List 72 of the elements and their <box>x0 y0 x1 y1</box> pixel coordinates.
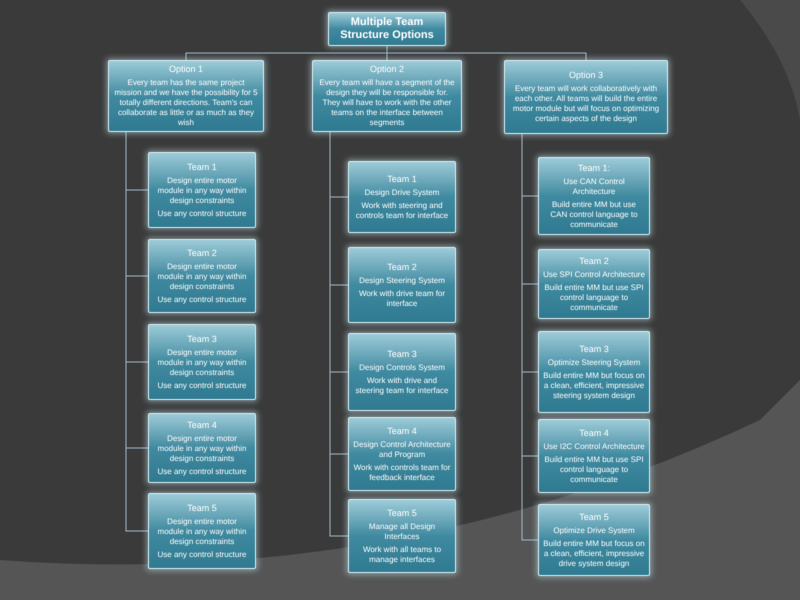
box-text: Build entire MM but use SPI control language to communicate <box>543 282 645 312</box>
box-text: Use any control structure <box>158 380 246 390</box>
box-text: Use any control structure <box>158 466 246 476</box>
team-box <box>348 333 456 411</box>
box-heading: Option 2 <box>370 64 404 75</box>
box-text: Work with drive and steering team for interface <box>354 376 450 396</box>
box-text: Use I2C Control Architecture <box>543 442 645 452</box>
box-heading: Team 1: <box>578 162 610 174</box>
box-heading: Team 1 <box>387 174 417 184</box>
box-text: Build entire MM but use CAN control language to communicate <box>549 200 639 230</box>
box-text: Every team will work collaboratively with each other. All teams will build the entire motor module but will focus on optimizing certain aspects of the design <box>512 84 660 124</box>
box-heading: Team 2 <box>579 256 609 266</box>
box-heading: Team 5 <box>579 512 609 522</box>
team-box <box>538 331 650 413</box>
connector-line <box>386 46 586 60</box>
box-heading: Team 2 <box>187 248 217 258</box>
box-heading: Team 4 <box>187 420 217 430</box>
title-box <box>328 12 446 46</box>
box-heading: Option 3 <box>568 70 604 81</box>
box-heading: Team 3 <box>187 334 217 344</box>
box-heading: Team 4 <box>387 426 417 436</box>
option-box <box>312 60 462 132</box>
box-text: Build entire MM but focus on a clean, efficient, impressive drive system design <box>543 538 645 568</box>
box-text: Every team has the same project mission and we have the possibility for 5 totally different directions. Team's can collaborate as little or as much as they wish <box>113 78 259 128</box>
box-text: Use any control structure <box>158 294 246 304</box>
team-box <box>148 324 256 400</box>
box-text: Optimize Steering System <box>548 358 640 368</box>
box-text: Use SPI Control Architecture <box>543 270 645 280</box>
box-text: Use any control structure <box>158 208 246 218</box>
box-text: Design Drive System <box>364 188 440 198</box>
box-heading: Team 4 <box>579 428 609 438</box>
team-box <box>148 413 256 483</box>
box-heading: Team 5 <box>387 508 417 518</box>
box-heading: Team 2 <box>387 262 417 272</box>
team-box <box>538 419 650 493</box>
team-box <box>348 161 456 233</box>
box-text: Design entire motor module in any way within design constraints <box>156 516 248 546</box>
box-text: Manage all Design Interfaces <box>368 522 436 542</box>
box-text: Design entire motor module in any way within design constraints <box>156 262 248 292</box>
box-text: Optimize Drive System <box>553 526 635 536</box>
box-text: Design Controls System <box>359 362 445 372</box>
box-text: Design entire motor module in any way within design constraints <box>156 348 248 378</box>
box-heading: Team 3 <box>387 348 417 360</box>
team-box <box>348 499 456 573</box>
team-box <box>148 152 256 228</box>
box-text: Use any control structure <box>158 550 246 560</box>
team-box <box>348 417 456 491</box>
title-text: Multiple Team Structure Options <box>339 16 435 42</box>
box-text: Work with drive team for interface <box>358 288 446 308</box>
box-text: Every team will have a segment of the design they will be responsible for. They will have to work with the other teams on the interface between segments <box>318 78 456 128</box>
box-text: Build entire MM but focus on a clean, efficient, impressive steering system design <box>543 370 645 400</box>
option-box <box>504 60 668 134</box>
box-text: Design Control Architecture and Program <box>353 440 451 460</box>
box-text: Work with steering and controls team for interface <box>354 200 450 220</box>
box-heading: Option 1 <box>168 64 204 75</box>
team-box <box>538 157 650 235</box>
box-text: Work with all teams to manage interfaces <box>362 544 442 564</box>
box-text: Design entire motor module in any way within design constraints <box>156 176 248 206</box>
option-box <box>108 60 264 132</box>
team-box <box>148 239 256 313</box>
team-box <box>538 504 650 576</box>
team-box <box>538 249 650 319</box>
box-heading: Team 3 <box>579 344 609 354</box>
box-heading: Team 1 <box>187 162 217 172</box>
team-box <box>348 247 456 323</box>
box-text: Design Steering System <box>359 276 445 286</box>
box-text: Work with controls team for feedback interface <box>353 462 451 482</box>
team-box <box>148 493 256 569</box>
box-text: Design entire motor module in any way within design constraints <box>156 434 248 464</box>
box-text: Build entire MM but use SPI control language to communicate <box>543 454 645 484</box>
box-text: Use CAN Control Architecture <box>562 176 626 196</box>
box-heading: Team 5 <box>187 502 217 514</box>
